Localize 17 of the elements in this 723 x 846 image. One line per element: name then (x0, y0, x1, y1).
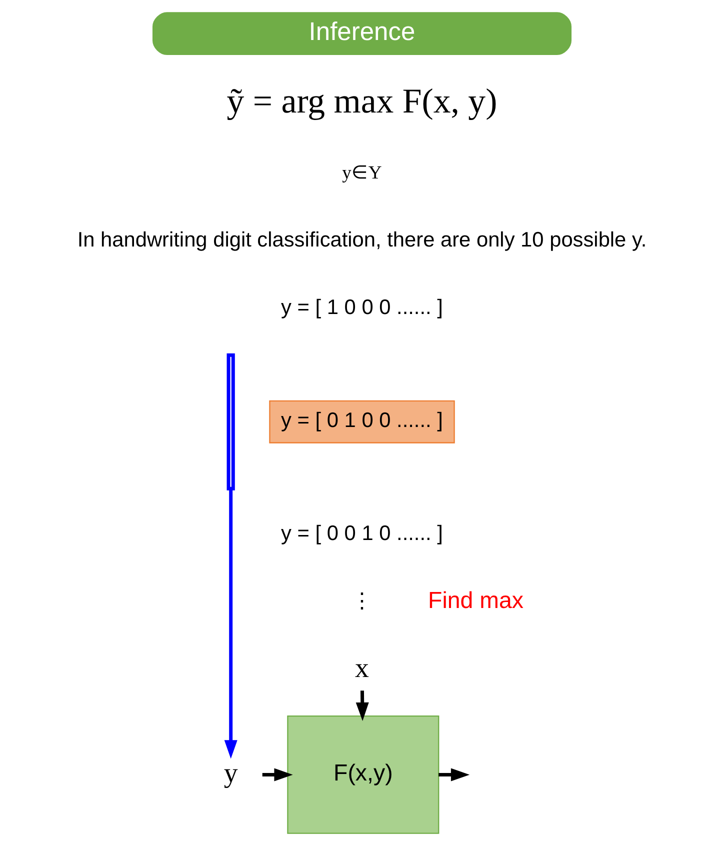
label: y = [ 1 0 0 0 ...... ] (280, 296, 442, 319)
label: Find max (428, 587, 523, 614)
label: In handwriting digit classification, there are only 10 possible y. (76, 228, 646, 252)
arrow (262, 768, 292, 782)
label: ỹ = arg max F(x, y) (226, 81, 497, 120)
arrow (355, 690, 368, 722)
node-box: y = [ 0 1 0 0 ...... ] (268, 400, 454, 444)
node-box: Inference (152, 12, 572, 56)
label: ⋮ (351, 589, 372, 612)
arrow (438, 768, 470, 782)
node-text: x (354, 652, 368, 684)
label: y∈Y (342, 162, 382, 184)
node-text: y (223, 758, 238, 789)
node-brace (226, 353, 234, 490)
node-box: F(x,y) (286, 716, 439, 834)
label: y = [ 0 0 1 0 ...... ] (280, 522, 442, 546)
arrow (224, 488, 237, 759)
